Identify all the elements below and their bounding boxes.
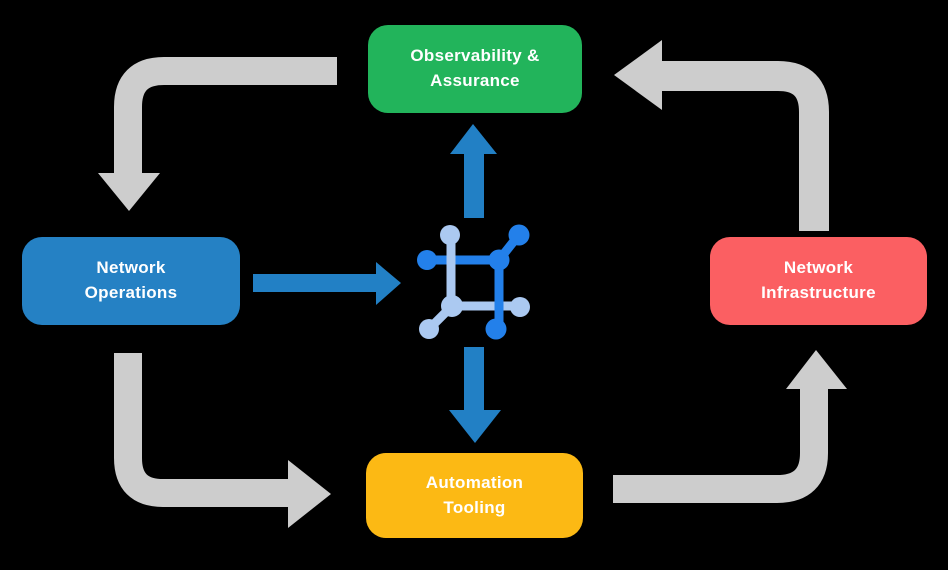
arrow-infrastructure-to-observability — [614, 40, 829, 231]
arrow-head — [450, 124, 497, 154]
arrow-head — [449, 410, 501, 443]
node-network-operations: Network Operations — [22, 237, 240, 325]
node-label-line2: Operations — [84, 283, 178, 302]
node-label-line1: Automation — [425, 472, 524, 492]
node-label-line1: Network — [783, 258, 854, 278]
node-observability-assurance: Observability & Assurance — [368, 25, 582, 113]
arrow-icon-to-observability — [450, 124, 497, 218]
icon-node-bottomleft-corner — [441, 295, 463, 317]
arrow-icon-to-automation — [449, 347, 501, 443]
node-automation-tooling: Automation Tooling — [366, 453, 583, 538]
arrow-observability-to-operations — [98, 57, 337, 211]
arrow-head — [376, 262, 401, 305]
arrow-shaft — [114, 57, 337, 174]
arrow-shaft — [662, 61, 829, 231]
arrow-head — [786, 350, 847, 389]
icon-node-right — [510, 297, 530, 317]
network-chip-icon — [417, 224, 530, 340]
node-label-line1: Network — [96, 258, 166, 278]
node-network-infrastructure: Network Infrastructure — [710, 237, 927, 325]
arrow-head — [98, 173, 160, 211]
icon-node-left — [417, 250, 437, 270]
icon-node-topright-outer — [508, 224, 530, 246]
arrow-operations-to-icon — [253, 262, 401, 305]
node-label-line2: Tooling — [443, 497, 506, 517]
node-label-line2: Infrastructure — [761, 283, 876, 302]
node-label-line2: Assurance — [430, 71, 520, 90]
arrow-operations-to-automation — [114, 353, 331, 528]
icon-node-bottomleft-outer — [419, 319, 439, 339]
arrow-shaft — [613, 389, 828, 503]
icon-node-top — [440, 225, 460, 245]
icon-node-bottom — [485, 318, 507, 340]
arrow-automation-to-infrastructure — [613, 350, 847, 503]
arrow-head — [614, 40, 662, 110]
arrow-shaft — [114, 353, 288, 507]
icon-node-topright-corner — [488, 249, 510, 271]
arrow-head — [288, 460, 331, 528]
node-label-line1: Observability & — [410, 46, 540, 66]
